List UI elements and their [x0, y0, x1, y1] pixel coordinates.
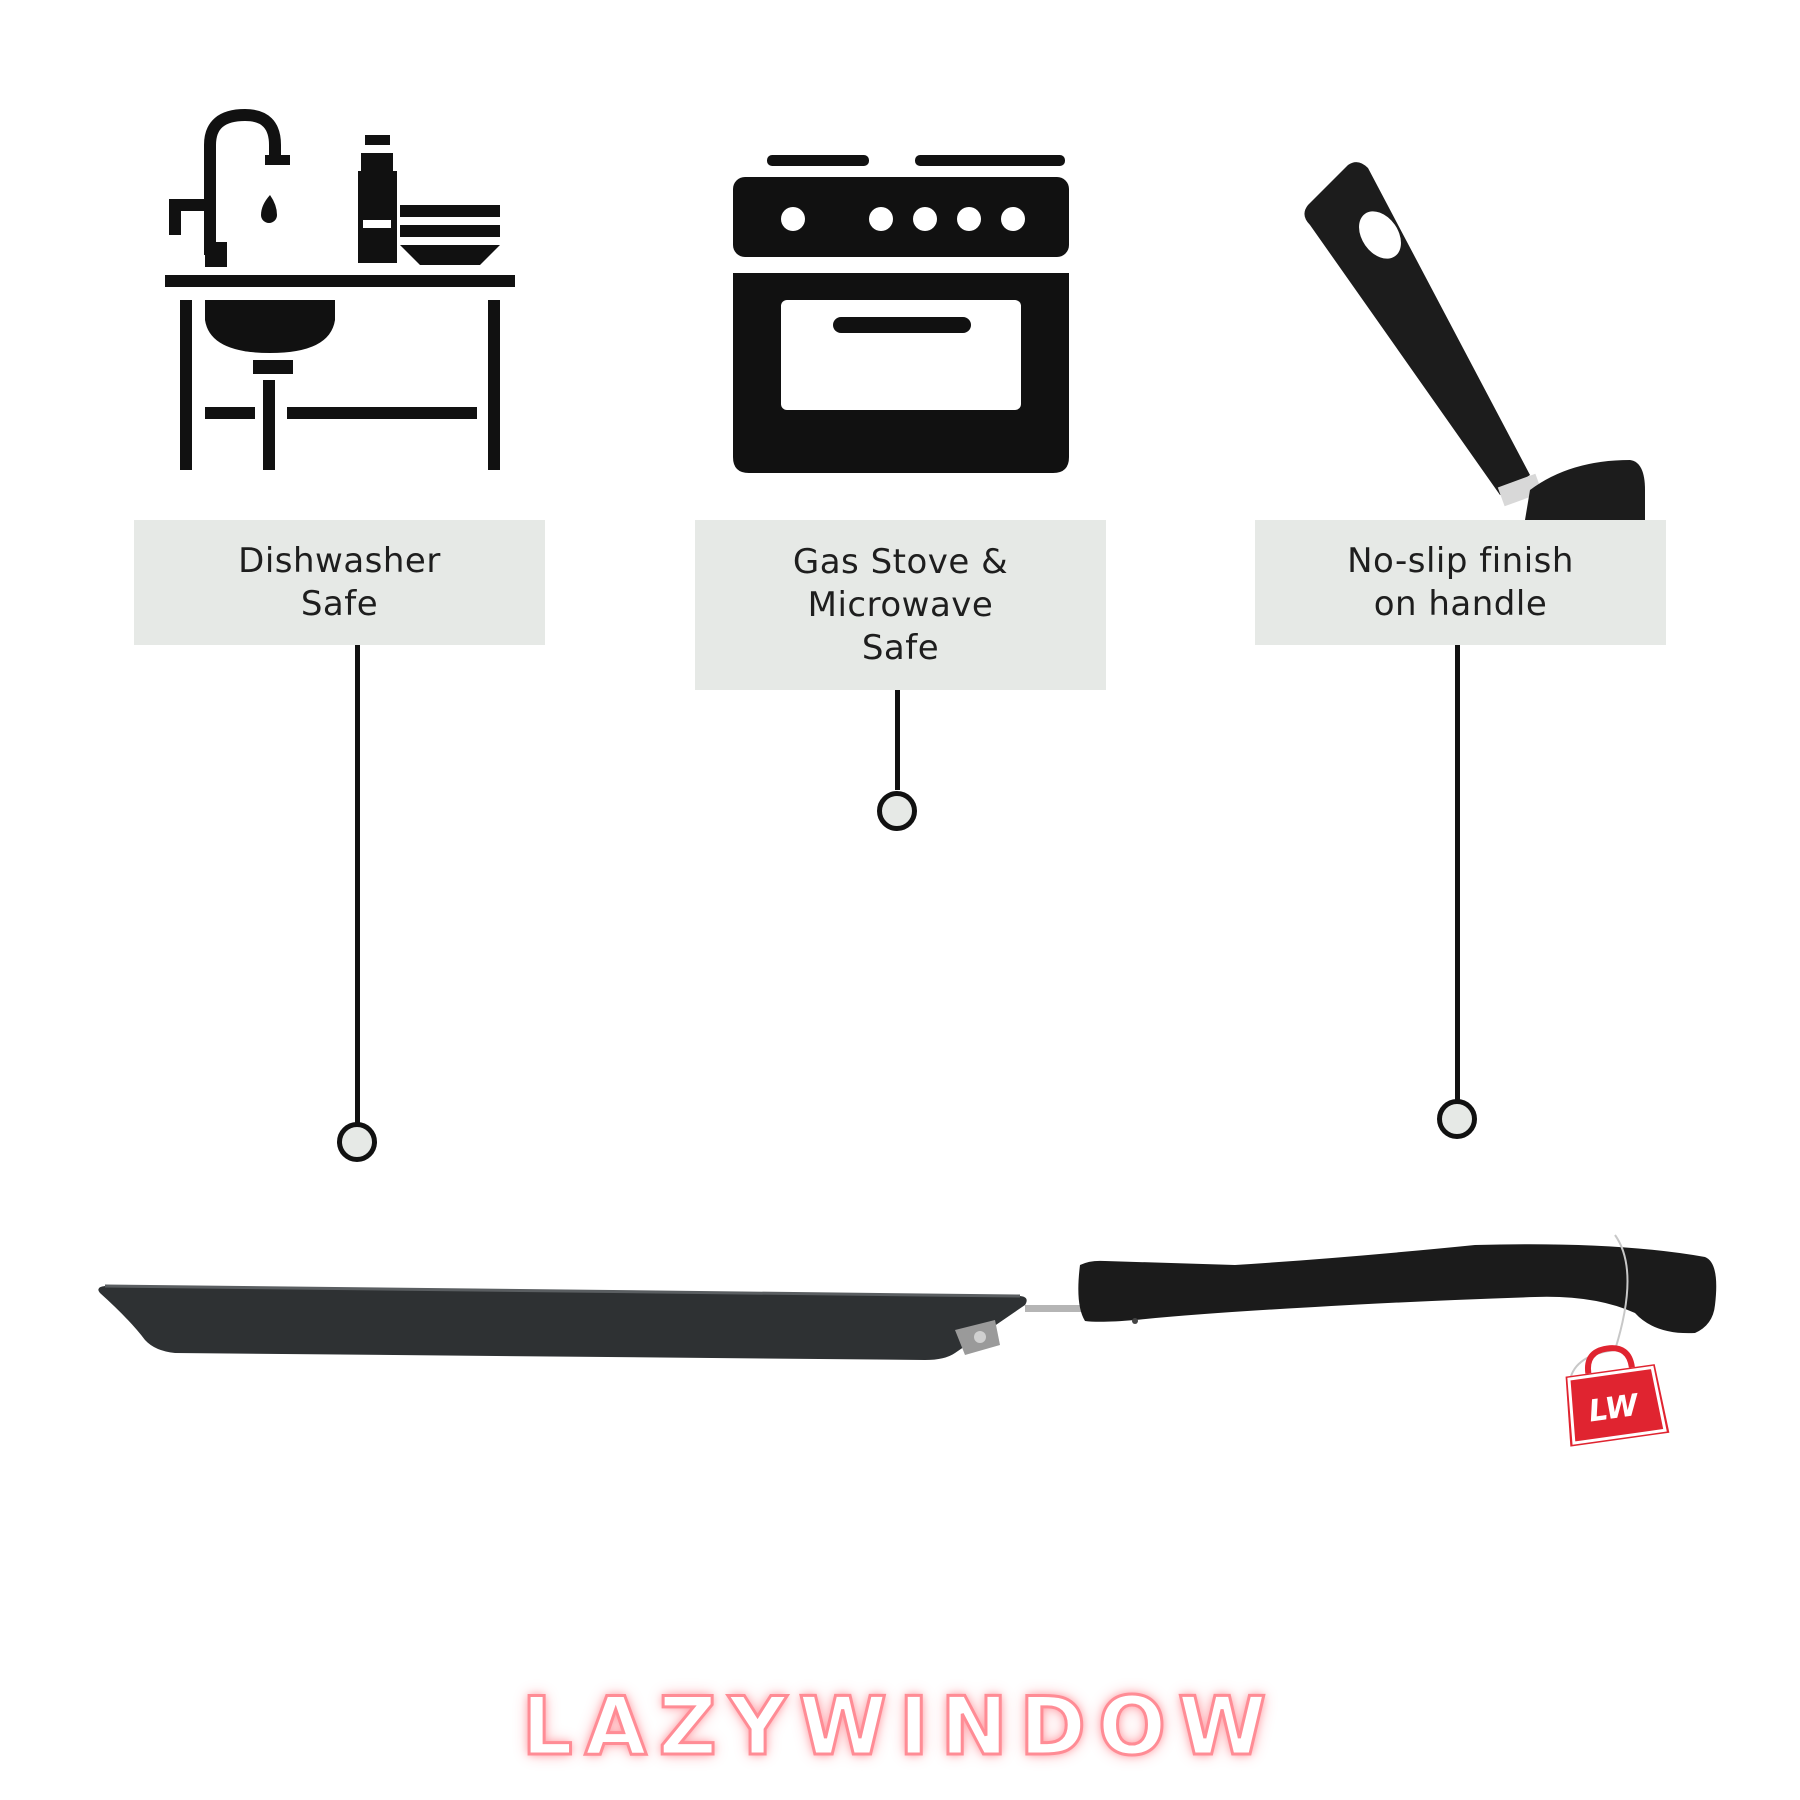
- feature-label-line: Dishwasher: [238, 540, 441, 581]
- feature-label-line: No-slip finish: [1347, 540, 1574, 581]
- connector-line-dishwasher: [355, 645, 360, 1127]
- shopping-bag-tag-icon: LW: [1555, 1230, 1675, 1450]
- connector-dot-handle: [1437, 1099, 1477, 1139]
- gas-stove-oven-icon: [733, 155, 1069, 475]
- connector-dot-gas-stove: [877, 791, 917, 831]
- feature-label-gas-stove: Gas Stove & Microwave Safe: [695, 520, 1106, 690]
- feature-label-handle: No-slip finish on handle: [1255, 520, 1666, 645]
- feature-label-line: on handle: [1373, 583, 1548, 624]
- connector-dot-dishwasher: [337, 1122, 377, 1162]
- sink-dishes-icon: [165, 105, 515, 475]
- brand-wordmark: LAZYWINDOW: [520, 1679, 1279, 1775]
- tawa-pan-icon: [95, 1225, 1725, 1375]
- connector-line-gas-stove: [895, 690, 900, 790]
- connector-line-handle: [1455, 645, 1460, 1105]
- feature-label-line: Microwave: [807, 584, 994, 625]
- feature-label-dishwasher: Dishwasher Safe: [134, 520, 545, 645]
- feature-label-line: Gas Stove &: [792, 541, 1009, 582]
- pan-handle-icon: [1300, 160, 1660, 520]
- feature-label-line: Safe: [861, 627, 940, 668]
- tag-logo-text: LW: [1587, 1388, 1643, 1430]
- feature-label-line: Safe: [300, 583, 379, 624]
